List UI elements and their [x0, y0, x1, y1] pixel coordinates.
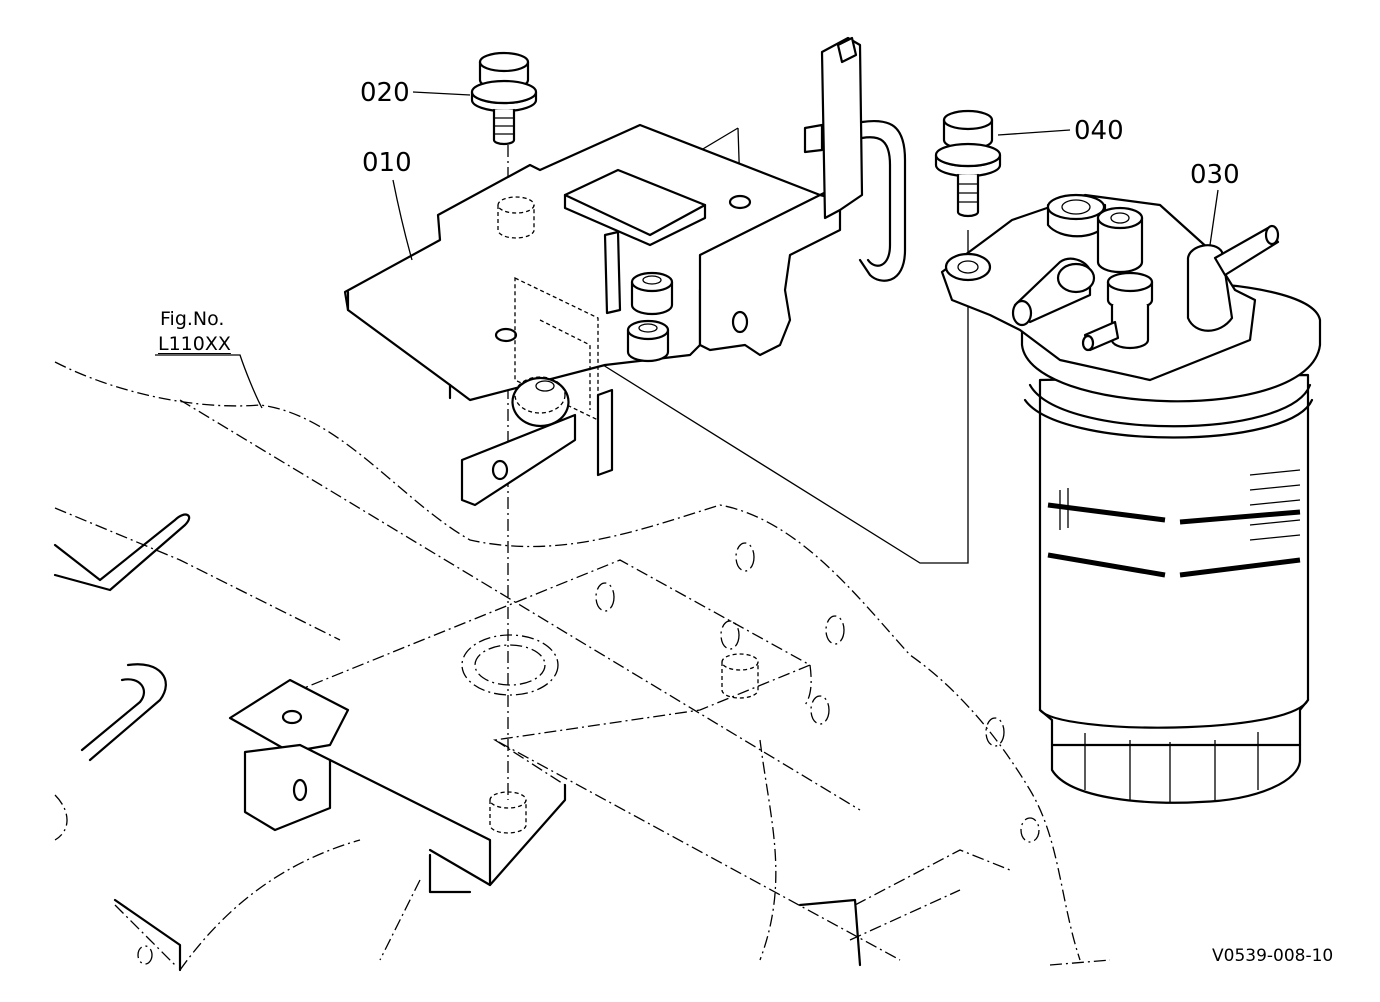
chassis-frame — [54, 361, 1111, 971]
callout-020: 020 — [360, 78, 410, 108]
mounting-bracket-010 — [343, 36, 907, 507]
bolt-040 — [934, 109, 1002, 218]
leader-lines — [155, 91, 1219, 409]
figure-reference-label: Fig.No. — [160, 308, 225, 330]
bolt-020 — [470, 51, 538, 146]
diagram-number: V0539-008-10 — [1212, 946, 1334, 966]
fuel-filter-030 — [940, 193, 1322, 804]
callout-040: 040 — [1074, 116, 1124, 146]
lower-bracket — [53, 513, 862, 972]
callout-030: 030 — [1190, 160, 1240, 190]
figure-reference-code[interactable]: L110XX — [158, 333, 231, 355]
callout-010: 010 — [362, 148, 412, 178]
